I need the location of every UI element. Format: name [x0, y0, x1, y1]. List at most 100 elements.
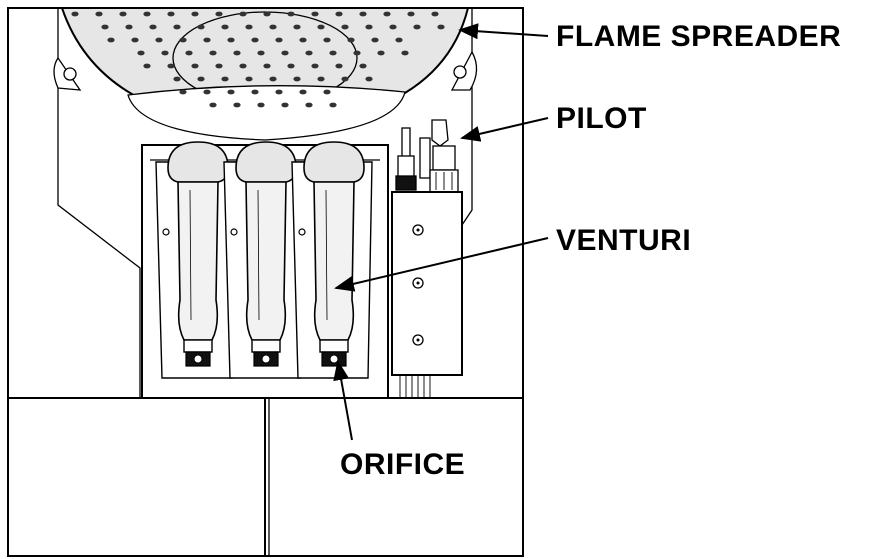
- perforation-hole: [221, 76, 229, 82]
- perforation-hole: [389, 24, 397, 30]
- perforation-hole: [281, 50, 289, 56]
- venturi-tubes: [155, 141, 373, 379]
- venturi-label: VENTURI: [556, 224, 691, 257]
- perforation-hole: [161, 50, 169, 56]
- perforation-hole: [371, 37, 379, 43]
- perforation-hole: [167, 11, 175, 17]
- perforation-hole: [341, 76, 349, 82]
- perforation-hole: [269, 24, 277, 30]
- perforation-hole: [341, 24, 349, 30]
- venturi-tube: [155, 141, 237, 379]
- pilot-label: PILOT: [556, 102, 647, 135]
- pilot-ribs: [399, 375, 431, 398]
- perforation-hole: [143, 63, 151, 69]
- perforation-hole: [233, 102, 241, 108]
- perforation-hole: [263, 63, 271, 69]
- perforation-hole: [329, 50, 337, 56]
- pilot-arrow: [460, 117, 549, 142]
- perforation-hole: [305, 50, 313, 56]
- perforation-hole: [269, 76, 277, 82]
- orifice-label: ORIFICE: [340, 448, 465, 481]
- perforation-hole: [437, 24, 445, 30]
- perforation-hole: [71, 11, 79, 17]
- perforation-holes: [71, 11, 445, 108]
- perforation-hole: [323, 37, 331, 43]
- perforation-hole: [311, 11, 319, 17]
- perforation-hole: [365, 24, 373, 30]
- perforation-hole: [179, 37, 187, 43]
- perforation-hole: [407, 11, 415, 17]
- venturi-tube: [291, 141, 373, 379]
- perforation-hole: [293, 24, 301, 30]
- venturi-tube: [223, 141, 305, 379]
- perforation-hole: [155, 37, 163, 43]
- perforation-hole: [167, 63, 175, 69]
- perforation-hole: [119, 11, 127, 17]
- perforation-hole: [125, 24, 133, 30]
- perforation-hole: [293, 76, 301, 82]
- perforation-hole: [239, 11, 247, 17]
- perforation-hole: [245, 24, 253, 30]
- perforation-hole: [263, 11, 271, 17]
- perforation-hole: [245, 76, 253, 82]
- perforation-hole: [281, 102, 289, 108]
- perforation-hole: [287, 63, 295, 69]
- perforation-hole: [257, 50, 265, 56]
- perforation-hole: [143, 11, 151, 17]
- perforation-hole: [137, 50, 145, 56]
- perforation-hole: [353, 50, 361, 56]
- perforation-hole: [191, 63, 199, 69]
- perforation-hole: [197, 24, 205, 30]
- perforation-hole: [203, 89, 211, 95]
- flame-spreader: [53, 7, 478, 141]
- perforation-hole: [299, 37, 307, 43]
- perforation-hole: [311, 63, 319, 69]
- perforation-hole: [401, 50, 409, 56]
- perforation-hole: [101, 24, 109, 30]
- perforation-hole: [233, 50, 241, 56]
- perforation-hole: [191, 11, 199, 17]
- perforation-hole: [239, 63, 247, 69]
- perforation-hole: [107, 37, 115, 43]
- perforation-hole: [299, 89, 307, 95]
- perforation-hole: [173, 24, 181, 30]
- perforation-hole: [251, 89, 259, 95]
- perforation-hole: [215, 11, 223, 17]
- orifice-arrow: [333, 360, 353, 441]
- perforation-hole: [395, 37, 403, 43]
- perforation-hole: [149, 24, 157, 30]
- perforation-hole: [305, 102, 313, 108]
- perforation-hole: [173, 76, 181, 82]
- perforation-hole: [431, 11, 439, 17]
- perforation-hole: [413, 24, 421, 30]
- perforation-hole: [131, 37, 139, 43]
- flame-spreader-label: FLAME SPREADER: [556, 20, 841, 53]
- perforation-hole: [251, 37, 259, 43]
- perforation-hole: [383, 11, 391, 17]
- perforation-hole: [95, 11, 103, 17]
- perforation-hole: [329, 102, 337, 108]
- perforation-hole: [377, 50, 385, 56]
- perforation-hole: [275, 89, 283, 95]
- flame-spreader-arrow: [458, 23, 549, 40]
- perforation-hole: [197, 76, 205, 82]
- perforation-hole: [335, 11, 343, 17]
- perforation-hole: [203, 37, 211, 43]
- perforation-hole: [209, 50, 217, 56]
- perforation-hole: [257, 102, 265, 108]
- perforation-hole: [359, 63, 367, 69]
- perforation-hole: [209, 102, 217, 108]
- perforation-hole: [365, 76, 373, 82]
- perforation-hole: [185, 50, 193, 56]
- venturi-arrow: [334, 237, 549, 292]
- pilot-assembly: [391, 119, 463, 398]
- perforation-hole: [227, 37, 235, 43]
- perforation-hole: [347, 37, 355, 43]
- leader-arrows: [333, 23, 549, 441]
- perforation-hole: [359, 11, 367, 17]
- perforation-hole: [323, 89, 331, 95]
- perforation-hole: [317, 76, 325, 82]
- perforation-hole: [221, 24, 229, 30]
- perforation-hole: [317, 24, 325, 30]
